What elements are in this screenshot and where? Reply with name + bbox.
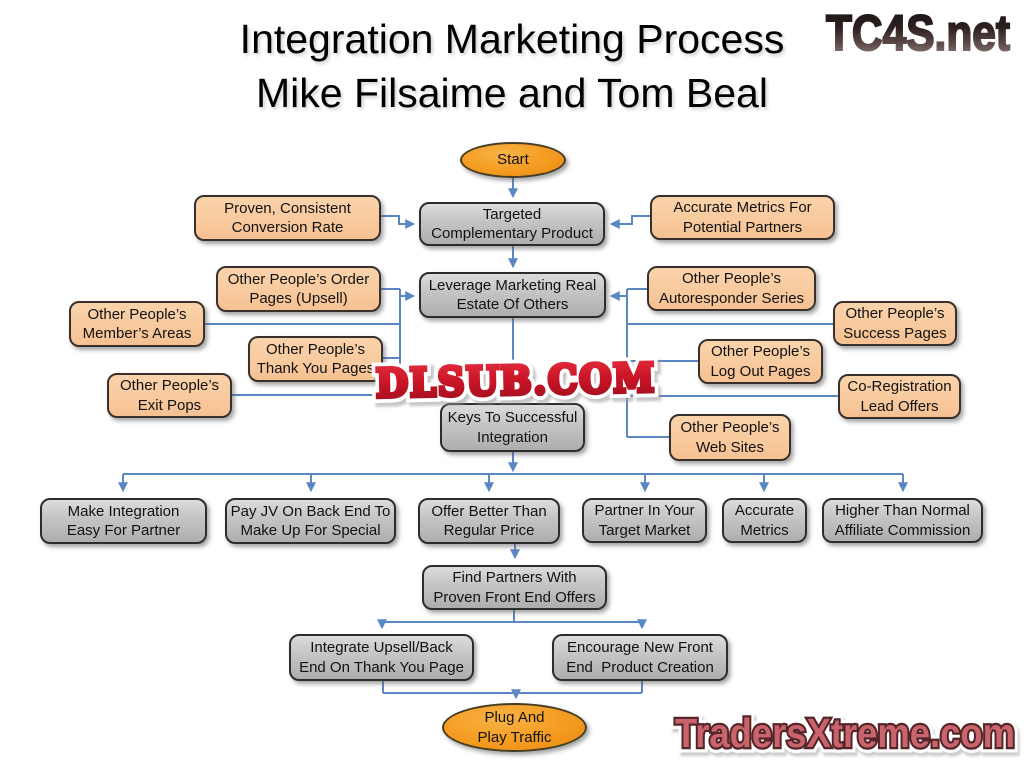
node-other-peoples-autoresponder-series: Other People’s Autoresponder Series <box>647 266 816 311</box>
title-line-2: Mike Filsaime and Tom Beal <box>256 70 768 116</box>
traders-outline-white: TradersXtreme.com <box>675 710 1015 756</box>
connector-proven-targeted <box>381 215 416 229</box>
connector-merge <box>382 681 643 694</box>
connector-find-split <box>382 610 642 623</box>
node-other-peoples-success-pages: Other People’s Success Pages <box>833 301 957 346</box>
node-other-peoples-web-sites: Other People’s Web Sites <box>669 414 791 461</box>
node-other-peoples-thank-you-pages: Other People’s Thank You Pages <box>248 336 383 382</box>
connector-right-bus <box>626 288 838 438</box>
node-leverage-marketing-real-estate: Leverage Marketing Real Estate Of Others <box>419 272 606 318</box>
node-start: Start <box>460 142 566 178</box>
node-keys-to-successful-integration: Keys To Successful Integration <box>440 403 585 452</box>
node-encourage-new-front-end: Encourage New Front End Product Creation <box>552 634 728 681</box>
node-other-peoples-log-out-pages: Other People’s Log Out Pages <box>698 339 823 384</box>
node-other-peoples-order-pages: Other People’s Order Pages (Upsell) <box>216 266 381 312</box>
dlsub-text: DLSUB.COM <box>376 355 657 407</box>
node-higher-than-normal-commission: Higher Than Normal Affiliate Commission <box>822 498 983 543</box>
node-targeted-complementary-product: Targeted Complementary Product <box>419 202 605 246</box>
node-other-peoples-members-areas: Other People’s Member’s Areas <box>69 301 205 347</box>
node-make-integration-easy: Make Integration Easy For Partner <box>40 498 207 544</box>
tc4s-text: TC4S.net <box>826 5 1010 61</box>
tc4s-watermark: TC4S.net <box>825 4 1011 62</box>
node-pay-jv-on-back-end: Pay JV On Back End To Make Up For Specia… <box>225 498 396 544</box>
node-find-partners: Find Partners With Proven Front End Offe… <box>422 565 607 610</box>
node-accurate-metrics-for-potential-partners: Accurate Metrics For Potential Partners <box>650 195 835 240</box>
connector-metrics-targeted <box>609 215 650 229</box>
dlsub-shadow: DLSUB.COM <box>379 359 660 411</box>
title-line-1: Integration Marketing Process <box>239 16 785 62</box>
node-other-peoples-exit-pops: Other People’s Exit Pops <box>107 373 232 418</box>
tradersxtreme-watermark: TradersXtreme.com TradersXtreme.com Trad… <box>670 705 1023 766</box>
dlsub-watermark: DLSUB.COM DLSUB.COM DLSUB.COM <box>370 349 666 416</box>
node-accurate-metrics: Accurate Metrics <box>722 498 807 543</box>
traders-text: TradersXtreme.com <box>675 710 1015 756</box>
node-offer-better-than-regular-price: Offer Better Than Regular Price <box>418 498 560 544</box>
node-plug-and-play-traffic: Plug And Play Traffic <box>442 703 587 752</box>
node-proven-consistent-conversion-rate: Proven, Consistent Conversion Rate <box>194 195 381 241</box>
traders-shadow: TradersXtreme.com <box>677 714 1017 760</box>
slide-title: Integration Marketing Process Mike Filsa… <box>0 12 1024 120</box>
node-partner-in-your-target-market: Partner In Your Target Market <box>582 498 707 543</box>
node-integrate-upsell: Integrate Upsell/Back End On Thank You P… <box>289 634 474 681</box>
node-co-registration-lead-offers: Co-Registration Lead Offers <box>838 374 961 419</box>
connector-left-bus <box>204 288 401 396</box>
